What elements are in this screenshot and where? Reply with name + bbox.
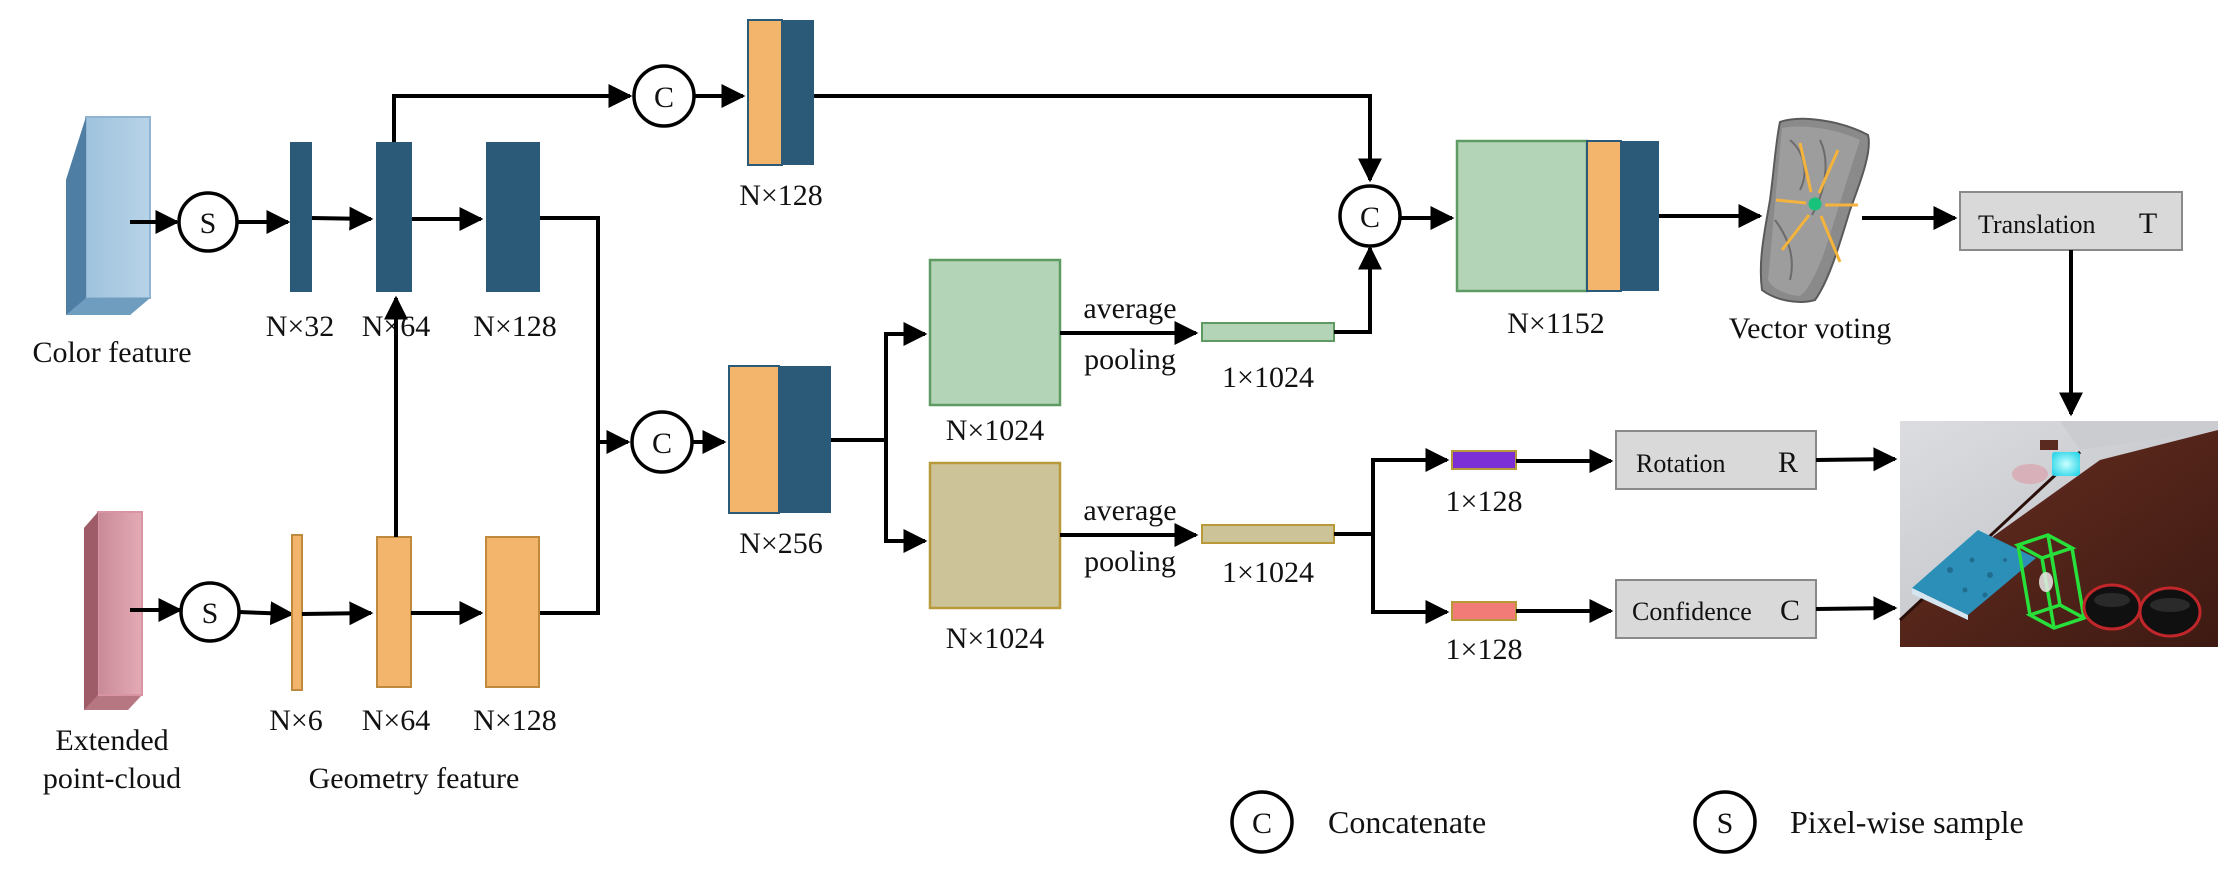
geo-feat-n6	[291, 534, 303, 691]
sample-op-geometry: S	[179, 581, 241, 643]
color-feat-n32	[290, 142, 312, 292]
translation-symbol: T	[2139, 207, 2157, 240]
geo-feat-n64	[376, 536, 412, 688]
avg-pool-top-label-1: average	[1083, 292, 1176, 325]
dim-n256: N×256	[739, 527, 823, 560]
pose-bounding-box	[2013, 533, 2089, 630]
svg-text:S: S	[202, 597, 219, 630]
dim-n128-color: N×128	[473, 310, 557, 343]
dim-n6: N×6	[269, 704, 323, 737]
concat-op-top: C	[632, 64, 696, 128]
concat-feat-n256	[728, 365, 831, 514]
rotation-output-box: Rotation R	[1615, 430, 1817, 490]
confidence-label: Confidence	[1632, 597, 1752, 626]
rotation-symbol: R	[1778, 446, 1798, 479]
dim-n128-geo: N×128	[473, 704, 557, 737]
svg-text:C: C	[654, 81, 674, 114]
svg-text:S: S	[1717, 807, 1734, 840]
legend-pixel-wise-sample-text: Pixel-wise sample	[1790, 804, 2024, 840]
svg-text:C: C	[1360, 201, 1380, 234]
dim-n1152: N×1152	[1507, 307, 1604, 340]
concat-feat-n128-top	[747, 19, 814, 166]
pooled-1x1024-top	[1201, 322, 1335, 342]
confidence-output-box: Confidence C	[1615, 579, 1817, 639]
point-cloud-input	[84, 511, 143, 710]
color-feat-n64	[376, 142, 412, 292]
color-feature-input	[66, 116, 151, 315]
color-feature-label: Color feature	[32, 336, 191, 369]
translation-label: Translation	[1978, 210, 2096, 239]
pooled-1x1024-bottom	[1201, 524, 1335, 544]
feat-n1024-bottom	[928, 461, 1062, 610]
avg-pool-bottom-label-2: pooling	[1084, 545, 1176, 578]
point-cloud-label-line2: point-cloud	[43, 762, 181, 795]
dim-c128: 1×128	[1446, 633, 1523, 666]
vector-voting-object	[1759, 117, 1870, 303]
svg-text:C: C	[652, 427, 672, 460]
dim-r128: 1×128	[1446, 485, 1523, 518]
dim-n1024-bottom: N×1024	[946, 622, 1045, 655]
blue-notebook	[1912, 530, 2036, 620]
legend-concatenate: C Concatenate	[1230, 790, 1486, 854]
dim-p1024-top: 1×1024	[1222, 361, 1314, 394]
concat-op-final: C	[1338, 184, 1402, 248]
legend-concatenate-text: Concatenate	[1328, 804, 1486, 840]
dim-n64-geo: N×64	[362, 704, 431, 737]
concat-op-middle: C	[630, 410, 694, 474]
dim-n128-top: N×128	[739, 179, 823, 212]
geo-feat-n128	[485, 536, 540, 688]
svg-text:S: S	[200, 207, 217, 240]
result-photo	[1898, 421, 2218, 647]
legend-pixel-wise-sample: S Pixel-wise sample	[1693, 790, 2024, 854]
translation-output-box: Translation T	[1959, 191, 2183, 251]
cyan-cube	[2052, 452, 2080, 476]
sample-op-color: S	[177, 191, 239, 253]
dim-n32: N×32	[266, 310, 335, 343]
dim-n1024-top: N×1024	[946, 414, 1045, 447]
concat-feat-n1152	[1455, 139, 1659, 293]
avg-pool-top-label-2: pooling	[1084, 343, 1176, 376]
avg-pool-bottom-label-1: average	[1083, 494, 1176, 527]
rotation-vector-1x128	[1451, 450, 1517, 470]
dim-p1024-bottom: 1×1024	[1222, 556, 1314, 589]
confidence-symbol: C	[1780, 594, 1800, 627]
confidence-vector-1x128	[1451, 601, 1517, 621]
rotation-label: Rotation	[1636, 449, 1726, 478]
red-earbud-case	[2082, 583, 2202, 638]
point-cloud-label-line1: Extended	[55, 724, 168, 757]
geometry-feature-label: Geometry feature	[309, 762, 520, 795]
svg-text:C: C	[1252, 807, 1272, 840]
color-feat-n128	[486, 142, 540, 292]
feat-n1024-top	[928, 258, 1062, 407]
vector-voting-label: Vector voting	[1729, 312, 1891, 345]
